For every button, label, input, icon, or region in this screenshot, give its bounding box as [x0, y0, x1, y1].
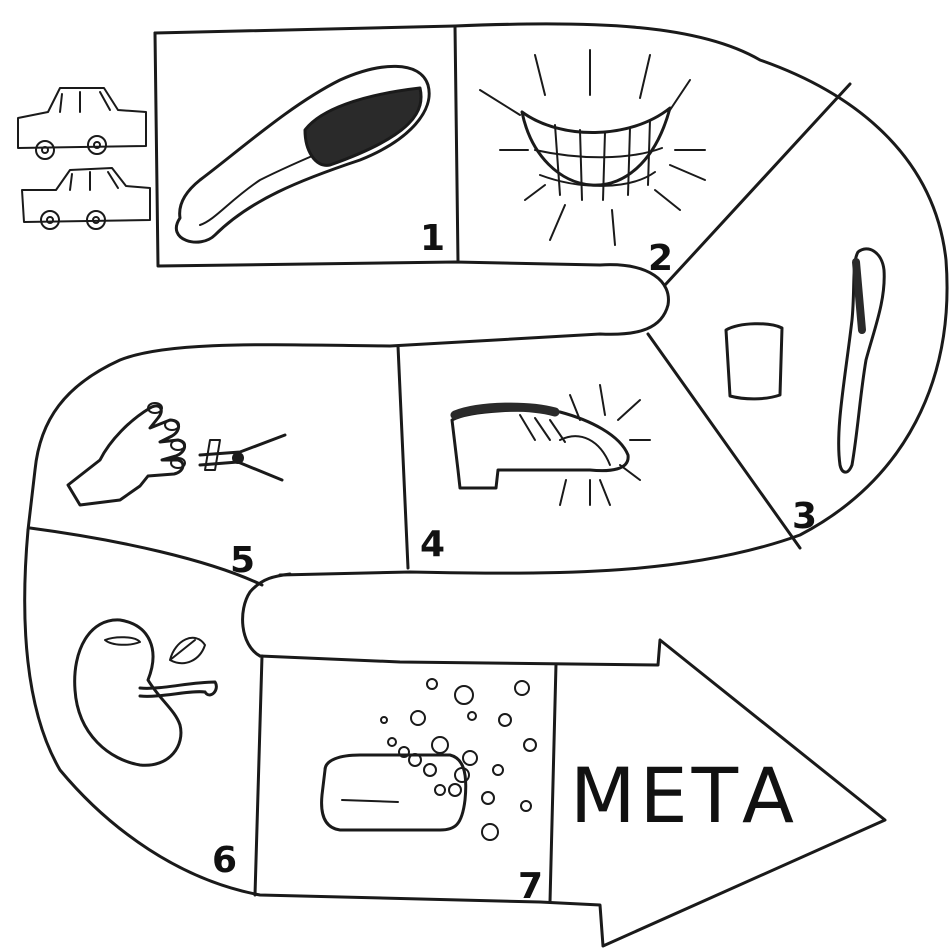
track-outline [25, 24, 947, 946]
cell-number: 7 [518, 866, 543, 907]
cell-1: 1 [176, 66, 445, 259]
hand-icon [68, 403, 185, 505]
cell-number: 6 [212, 840, 237, 881]
cell-4: 4 [420, 385, 650, 565]
cell-number: 1 [420, 218, 445, 259]
cell-number: 4 [420, 524, 445, 565]
divider-6-7 [255, 656, 262, 895]
divider-4-5 [398, 346, 408, 568]
nail-clipper-icon [200, 435, 285, 480]
cell-2: 2 [480, 50, 705, 279]
divider-2-3 [665, 84, 850, 285]
toothbrush-icon [839, 249, 885, 472]
finish-label: МЕТА [570, 751, 798, 840]
cell-7: 7 [322, 679, 543, 907]
divider-1-2 [455, 26, 458, 262]
divider-3-4 [648, 334, 800, 548]
cell-number: 2 [648, 238, 673, 279]
car-icon [18, 88, 146, 159]
cup-icon [726, 324, 782, 399]
cell-6: 6 [75, 620, 237, 881]
apple-icon [75, 620, 217, 765]
car-icon [22, 168, 150, 229]
shoe-icon [452, 385, 650, 505]
start-cars [18, 88, 150, 229]
finish-arrow: МЕТА [570, 751, 798, 840]
cell-number: 3 [792, 496, 817, 537]
divider-5-6 [30, 528, 262, 585]
cell-number: 5 [230, 540, 255, 581]
teeth-icon [480, 50, 705, 245]
hairbrush-icon [176, 66, 429, 242]
divider-7-finish [550, 664, 556, 902]
